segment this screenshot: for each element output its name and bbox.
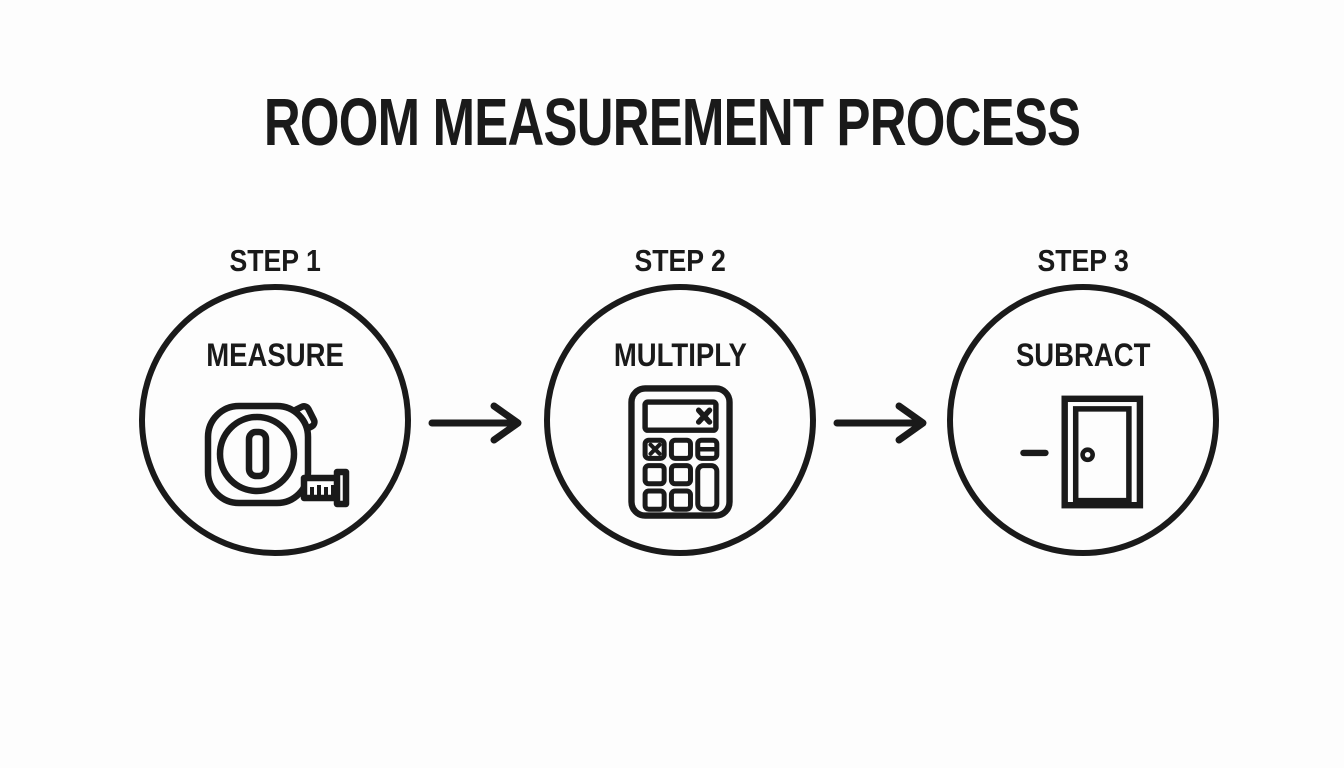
- action-label: MEASURE: [206, 337, 344, 373]
- door-minus-icon: [1017, 379, 1150, 550]
- step-circle-multiply: MULTIPLY: [544, 284, 816, 556]
- step-group-measure: STEP 1 MEASURE: [135, 242, 415, 556]
- step-label: STEP 1: [229, 243, 321, 278]
- arrow-right-icon: [833, 399, 935, 447]
- step-circle-subtract: SUBRACT: [947, 284, 1219, 556]
- arrow-right-icon: [428, 399, 530, 447]
- step-label: STEP 3: [1037, 243, 1129, 278]
- page-title-text: ROOM MEASUREMENT PROCESS: [263, 85, 1081, 160]
- step-group-subtract: STEP 3 SUBRACT: [943, 242, 1223, 556]
- step-circle-measure: MEASURE: [139, 284, 411, 556]
- action-label: SUBRACT: [1015, 337, 1151, 373]
- page-title: ROOM MEASUREMENT PROCESS: [0, 84, 1344, 161]
- tape-measure-icon: [200, 379, 350, 550]
- step-group-multiply: STEP 2 MULTIPLY: [540, 242, 820, 556]
- calculator-icon: [623, 379, 738, 550]
- action-label: MULTIPLY: [613, 337, 747, 373]
- step-label: STEP 2: [634, 243, 726, 278]
